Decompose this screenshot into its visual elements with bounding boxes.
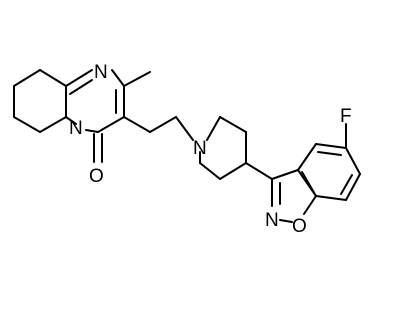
bond [317,151,342,156]
atom-label-n-isoxazole: N [265,210,279,231]
atom-label-f: F [340,106,352,127]
bond [345,173,361,201]
bond [69,79,93,95]
atom-label-o-isoxazole: O [292,216,307,237]
atom-label-n-bridge: N [69,118,83,139]
bond [340,174,353,195]
bond [175,116,194,141]
bond [279,219,293,223]
bond [219,162,247,180]
bond [123,116,151,133]
bond [303,195,317,215]
bond [149,116,177,133]
bond [39,69,67,87]
atom-label-n-piperidine: N [193,138,207,159]
bond [219,116,247,133]
bond [315,143,347,149]
bond [13,116,41,133]
bond [85,129,99,133]
bond [97,116,125,133]
bond [297,143,317,171]
bond [315,195,347,201]
bond [13,69,41,87]
bond [206,116,221,141]
bond [345,147,361,175]
bond [111,69,125,87]
bond [271,169,299,180]
bond [65,116,77,125]
bond [39,116,67,133]
atom-label-n-pyrimidine: N [94,62,108,83]
bond [123,71,151,87]
bond [199,162,221,180]
bond [301,171,317,197]
atom-label-o-carbonyl: O [89,166,104,187]
bond [245,162,273,180]
bond [65,69,93,87]
